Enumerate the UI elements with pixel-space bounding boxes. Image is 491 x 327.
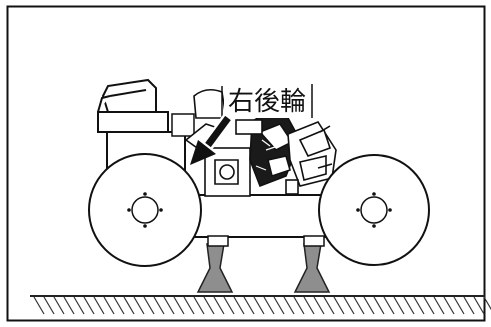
right-wheel xyxy=(318,154,430,266)
callout-box xyxy=(224,86,314,118)
ground-hatching xyxy=(30,295,491,315)
callout-label: 右後輪 xyxy=(228,87,306,117)
engine-cluster xyxy=(184,88,337,197)
left-wheel xyxy=(88,153,202,267)
pointer-arrow-icon xyxy=(190,114,233,165)
